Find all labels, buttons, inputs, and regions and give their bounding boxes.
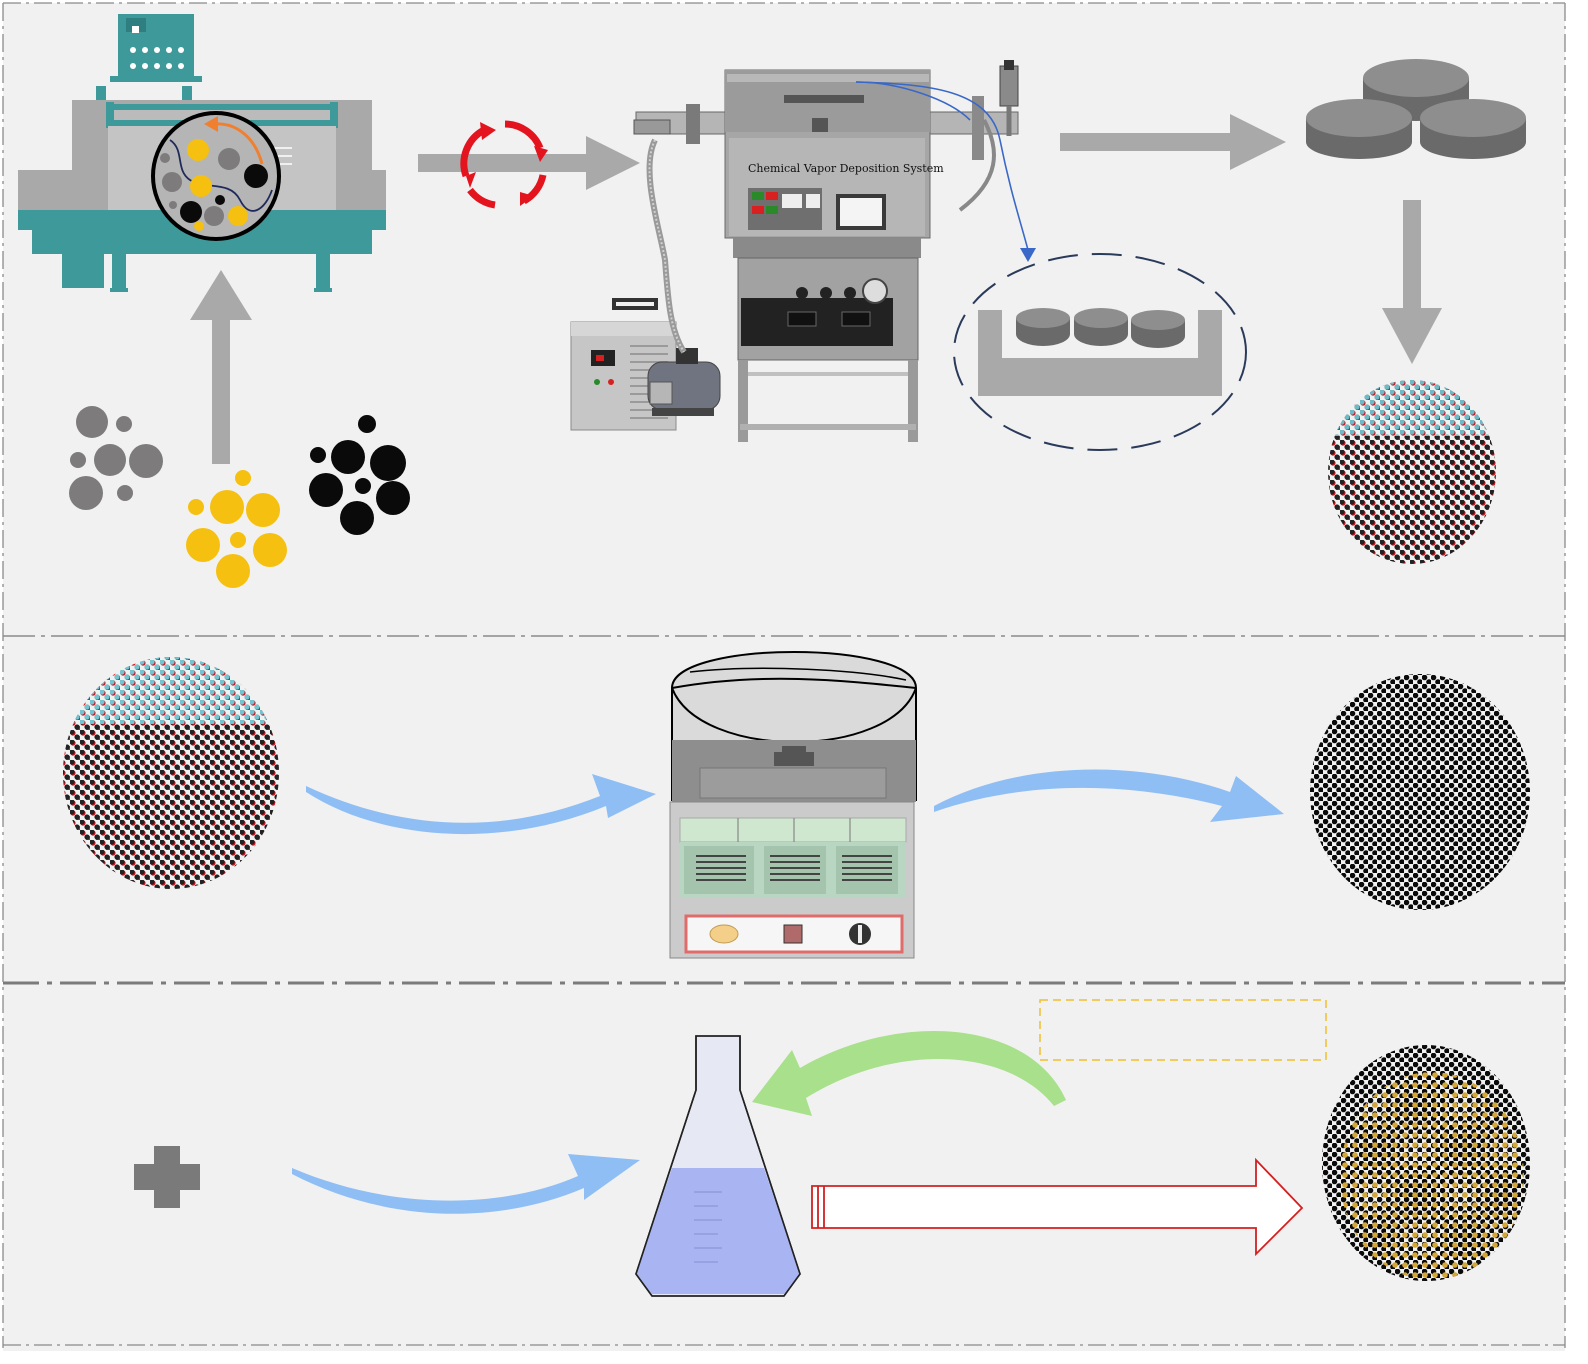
gray-powder-cluster	[69, 406, 163, 510]
recycle-icon	[460, 120, 547, 209]
furnace-label: Chemical Vapor Deposition System	[748, 162, 944, 175]
erlenmeyer-flask	[635, 1035, 801, 1297]
sample-boat	[953, 253, 1247, 451]
boat-pellets	[1016, 308, 1185, 348]
red-outline-arrow	[811, 1157, 1304, 1257]
ball-mill	[18, 14, 386, 292]
pressed-pellets	[1306, 59, 1526, 159]
blue-arrow-to-heater	[306, 774, 656, 835]
cvd-sample-pointer	[855, 81, 1029, 251]
plus-icon	[134, 1146, 200, 1208]
dark-porous-disc	[1310, 674, 1530, 910]
arrow-mill-to-cvd	[418, 136, 640, 190]
gold-coated-disc	[1322, 1045, 1530, 1281]
arrow-pellets-to-disc	[1382, 200, 1442, 364]
arrow-up-to-mill	[190, 270, 252, 464]
black-powder-cluster	[309, 415, 410, 535]
hot-plate-stirrer	[669, 651, 917, 959]
cvd-pointer-head	[1020, 248, 1036, 262]
blue-arrow-to-dark-disc	[934, 769, 1284, 822]
green-return-arrow	[752, 1031, 1066, 1116]
arrow-cvd-to-pellets	[1060, 114, 1286, 170]
cvd-furnace: Chemical Vapor Deposition System	[570, 60, 1019, 442]
blue-arrow-to-flask	[292, 1154, 640, 1214]
yellow-powder-cluster	[186, 470, 287, 588]
recycle-arrowheads	[466, 122, 548, 206]
panel-borders	[2, 2, 1566, 1348]
dashed-placeholder-box	[1039, 999, 1327, 1061]
porous-disc-before-heating	[63, 657, 279, 889]
